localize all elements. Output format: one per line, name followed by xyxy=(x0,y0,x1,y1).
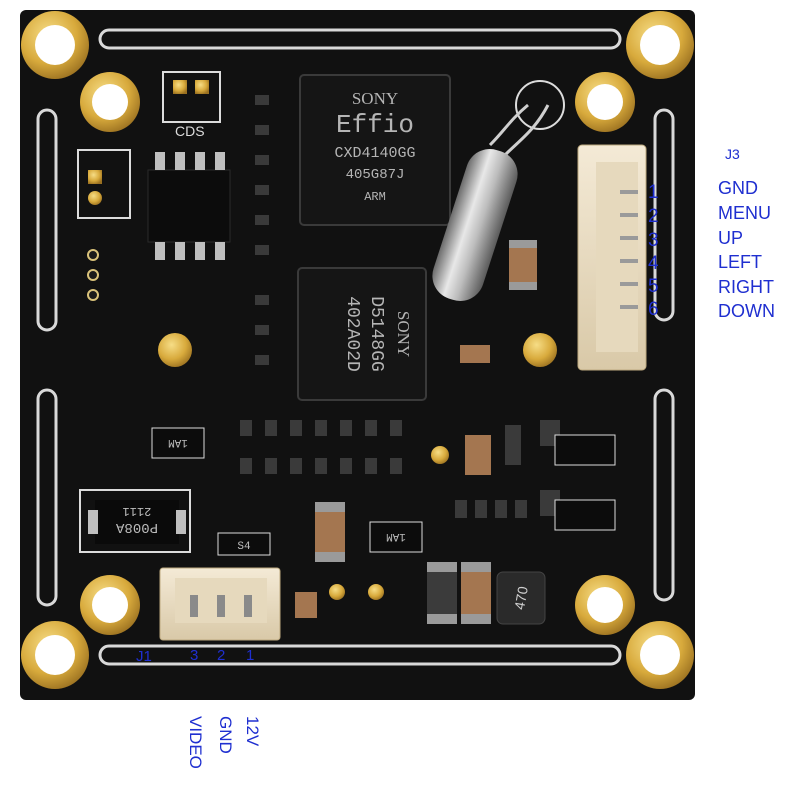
gold-pad-left xyxy=(158,333,192,367)
j3-pin-number: 2 xyxy=(648,206,659,227)
processor-arm: ARM xyxy=(364,190,386,204)
left-header-outline xyxy=(77,149,131,219)
memory-chip: SONY D5148GG 402A02D xyxy=(297,267,427,401)
processor-model: Effio xyxy=(336,110,414,140)
left-pad-1 xyxy=(88,170,102,184)
j3-signal-label: RIGHT xyxy=(718,277,774,297)
j3-signal-label: UP xyxy=(718,228,744,248)
j1-signal-label: GND xyxy=(216,716,235,754)
gold-pad-bottom xyxy=(329,584,345,600)
j3-signal-label: MENU xyxy=(718,203,771,223)
tantalum-caps xyxy=(315,240,537,624)
gold-pad-center xyxy=(431,446,449,464)
transistor-b-label: 1AM xyxy=(386,530,406,542)
j3-pin-number: 3 xyxy=(648,230,659,251)
gold-pad-bottom2 xyxy=(368,584,384,600)
j3-signal-label: DOWN xyxy=(718,301,775,321)
j3-signal-label: LEFT xyxy=(718,252,763,272)
vias-left xyxy=(87,249,99,301)
j1-connector xyxy=(159,567,281,641)
mounting-hole-br xyxy=(626,621,694,689)
j3-signal-label: GND xyxy=(718,178,758,198)
j1-pin-number: 1 xyxy=(246,647,255,664)
memory-lot: 402A02D xyxy=(342,296,362,372)
j3-pin-number: 4 xyxy=(648,253,659,274)
j3-title: J3 xyxy=(725,146,740,162)
smd-components xyxy=(240,95,616,618)
mounting-hole-tr xyxy=(626,11,694,79)
memory-part: D5148GG xyxy=(366,296,386,372)
j1-pin-number: 2 xyxy=(217,647,226,664)
gold-pad-right xyxy=(523,333,557,367)
mounting-hole-tl2 xyxy=(80,72,140,132)
mounting-hole-tl xyxy=(21,11,89,79)
cds-pad-1 xyxy=(173,80,187,94)
j1-signal-label: VIDEO xyxy=(186,716,205,769)
crystal-oscillator xyxy=(432,80,565,301)
j3-pin-number: 1 xyxy=(648,182,659,203)
small-diode-label: S4 xyxy=(237,541,251,553)
mounting-hole-tr2 xyxy=(575,72,635,132)
transistor-a-label: 1AM xyxy=(168,436,188,448)
processor-chip: SONY Effio CXD4140GG 405G87J ARM xyxy=(299,74,451,226)
j1-pin-number: 3 xyxy=(190,647,199,664)
memory-brand: SONY xyxy=(394,311,413,357)
inductor: 470 xyxy=(496,571,546,625)
cds-pad-2 xyxy=(195,80,209,94)
left-pad-2 xyxy=(88,191,102,205)
j1-signal-label: 12V xyxy=(243,716,262,747)
j3-connector xyxy=(577,144,647,371)
processor-part: CXD4140GG xyxy=(334,145,415,162)
mounting-hole-bl xyxy=(21,621,89,689)
small-diode: S4 xyxy=(217,532,271,556)
processor-brand: SONY xyxy=(352,89,398,108)
mounting-hole-br2 xyxy=(575,575,635,635)
board-slots xyxy=(36,28,675,666)
cds-label: CDS xyxy=(175,123,205,139)
diode-label: P008A xyxy=(115,519,158,535)
mounting-hole-bl2 xyxy=(80,575,140,635)
diode-code: 2111 xyxy=(123,504,152,518)
soic-chip xyxy=(147,152,231,260)
j3-pin-number: 5 xyxy=(648,276,659,297)
j1-title: J1 xyxy=(136,648,152,665)
cds-header-outline xyxy=(162,71,221,123)
inductor-label: 470 xyxy=(511,585,531,611)
transistor-b: 1AM xyxy=(369,521,423,553)
transistor-a: 1AM xyxy=(151,427,205,459)
j3-pin-number: 6 xyxy=(648,299,659,320)
diode-p008a: P008A 2111 xyxy=(79,489,191,553)
processor-lot: 405G87J xyxy=(346,167,405,183)
